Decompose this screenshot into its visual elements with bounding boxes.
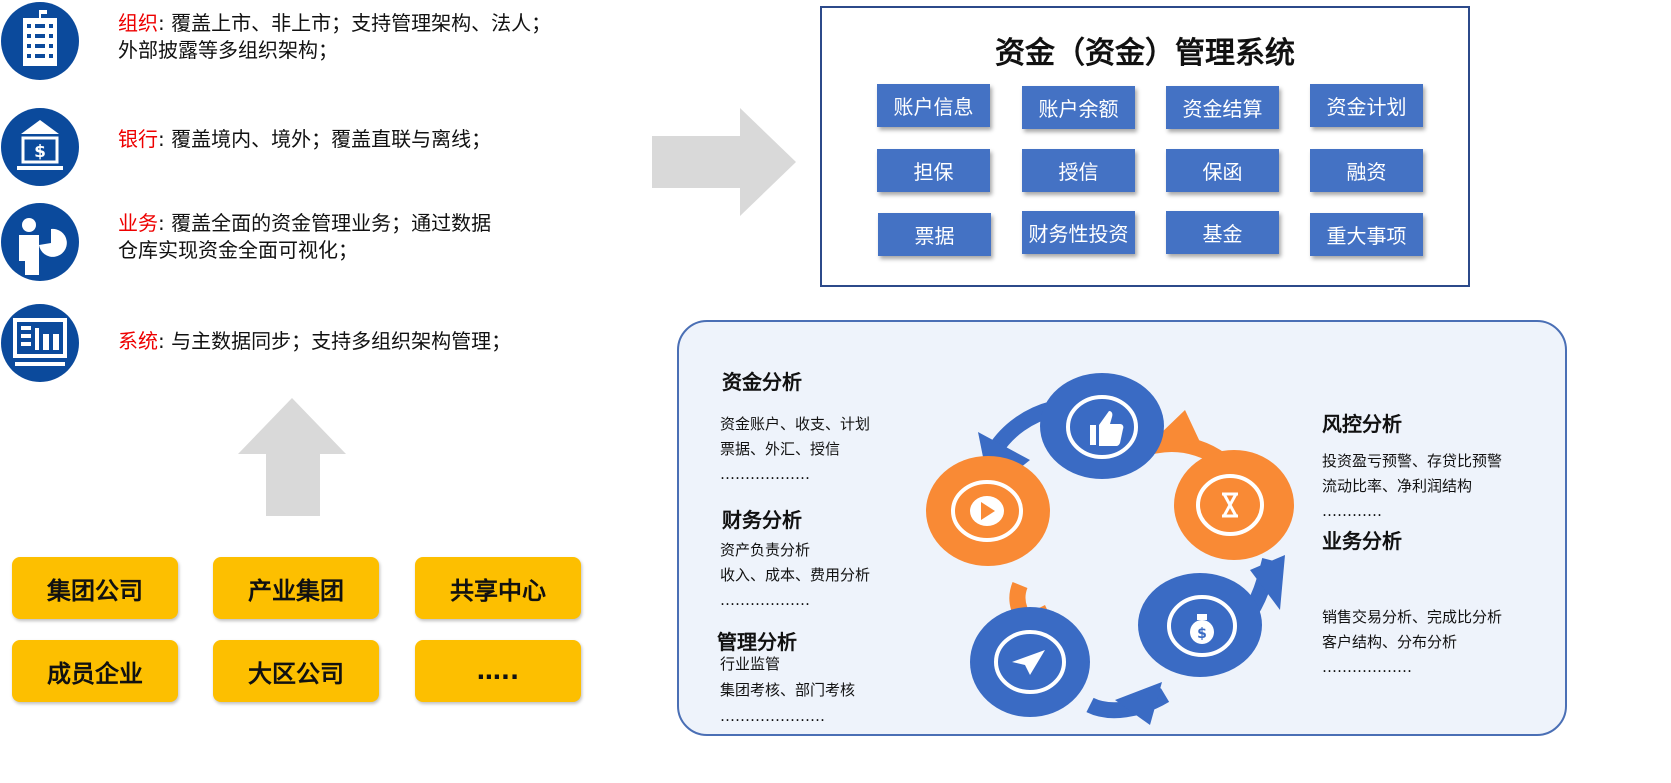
- fund-management-system: 资金（资金）管理系统 账户信息 账户余额 资金结算 资金计划 担保 授信 保函 …: [820, 6, 1470, 287]
- building-icon: [1, 2, 79, 80]
- paper-plane-icon: [970, 607, 1090, 717]
- fund-analysis-title: 资金分析: [722, 370, 802, 394]
- module-financing[interactable]: 融资: [1310, 149, 1423, 192]
- finance-analysis-list: 资产负责分析收入、成本、费用分析 ………………: [720, 538, 870, 613]
- money-bag-icon: $: [1138, 573, 1262, 677]
- feature-bank: 银行: 覆盖境内、境外；覆盖直联与离线；: [118, 126, 491, 153]
- list-item: 投资盈亏预警、存贷比预警: [1322, 452, 1503, 470]
- list-item: 客户结构、分布分析: [1322, 633, 1458, 651]
- business-analysis-title: 业务分析: [1322, 529, 1402, 553]
- module-account-balance[interactable]: 账户余额: [1022, 86, 1135, 129]
- entity-box: 成员企业: [12, 640, 178, 702]
- list-item: 资产负责分析: [720, 541, 811, 559]
- list-item: 销售交易分析、完成比分析: [1322, 608, 1503, 626]
- list-item: 流动比率、净利润结构: [1322, 477, 1473, 495]
- entity-box: 产业集团: [213, 557, 379, 619]
- bank-icon: $: [1, 108, 79, 186]
- entity-box: …..: [415, 640, 581, 702]
- feature-label: 银行: [118, 127, 158, 151]
- feature-label: 业务: [118, 211, 158, 235]
- module-fund[interactable]: 基金: [1166, 211, 1279, 254]
- feature-text: : 与主数据同步；支持多组织架构管理；: [158, 329, 512, 353]
- feature-text: 外部披露等多组织架构；: [118, 38, 338, 62]
- module-bills[interactable]: 票据: [878, 213, 991, 256]
- play-icon: [926, 456, 1050, 566]
- module-plan[interactable]: 资金计划: [1310, 84, 1423, 127]
- feature-label: 组织: [118, 11, 158, 35]
- feature-text: : 覆盖境内、境外；覆盖直联与离线；: [158, 127, 492, 151]
- finance-analysis-title: 财务分析: [722, 508, 802, 532]
- business-analysis-list: 销售交易分析、完成比分析客户结构、分布分析 ………………: [1322, 605, 1502, 680]
- svg-text:$: $: [1197, 626, 1207, 642]
- feature-system: 系统: 与主数据同步；支持多组织架构管理；: [118, 328, 511, 355]
- module-account-info[interactable]: 账户信息: [877, 84, 990, 127]
- feature-text: : 覆盖全面的资金管理业务；通过数据: [158, 211, 492, 235]
- risk-analysis-title: 风控分析: [1322, 412, 1402, 436]
- list-item: ………………: [720, 465, 810, 483]
- list-item: …………: [1322, 502, 1382, 520]
- feature-text: 仓库实现资金全面可视化；: [118, 238, 358, 262]
- monitor-dashboard-icon: [1, 304, 79, 382]
- entity-box: 共享中心: [415, 557, 581, 619]
- list-item: ………………: [720, 591, 810, 609]
- list-item: ………………: [1322, 658, 1412, 676]
- feature-business: 业务: 覆盖全面的资金管理业务；通过数据仓库实现资金全面可视化；: [118, 210, 491, 264]
- module-financial-investment[interactable]: 财务性投资: [1022, 211, 1135, 254]
- cycle-arrow-blue-bottom: [1086, 682, 1170, 725]
- list-item: 票据、外汇、授信: [720, 440, 841, 458]
- list-item: 收入、成本、费用分析: [720, 566, 871, 584]
- management-analysis-list: 行业监管集团考核、部门考核 …………………: [720, 651, 855, 729]
- list-item: 集团考核、部门考核: [720, 681, 856, 699]
- business-person-chart-icon: [1, 203, 79, 281]
- svg-text:$: $: [34, 142, 46, 162]
- list-item: …………………: [720, 707, 825, 725]
- right-arrow-icon: [652, 108, 796, 216]
- entity-box: 集团公司: [12, 557, 178, 619]
- module-credit[interactable]: 授信: [1022, 149, 1135, 192]
- risk-analysis-list: 投资盈亏预警、存贷比预警流动比率、净利润结构 …………: [1322, 449, 1502, 524]
- list-item: 资金账户、收支、计划: [720, 415, 871, 433]
- feature-org: 组织: 覆盖上市、非上市；支持管理架构、法人； 外部披露等多组织架构；: [118, 10, 551, 64]
- thumbs-up-icon: [1040, 373, 1164, 479]
- module-letter-of-guarantee[interactable]: 保函: [1166, 149, 1279, 192]
- module-settlement[interactable]: 资金结算: [1166, 86, 1279, 129]
- entity-box: 大区公司: [213, 640, 379, 702]
- module-major-matters[interactable]: 重大事项: [1310, 213, 1423, 256]
- system-title: 资金（资金）管理系统: [995, 36, 1295, 71]
- up-arrow-icon: [238, 398, 346, 516]
- fund-analysis-list: 资金账户、收支、计划票据、外汇、授信 ………………: [720, 412, 870, 487]
- hourglass-icon: [1174, 450, 1294, 560]
- feature-text: : 覆盖上市、非上市；支持管理架构、法人；: [158, 11, 552, 35]
- list-item: 行业监管: [720, 655, 781, 673]
- analysis-cycle-diagram: $: [926, 373, 1294, 725]
- management-analysis-title: 管理分析: [717, 630, 797, 654]
- module-guarantee[interactable]: 担保: [877, 149, 990, 192]
- feature-label: 系统: [118, 329, 158, 353]
